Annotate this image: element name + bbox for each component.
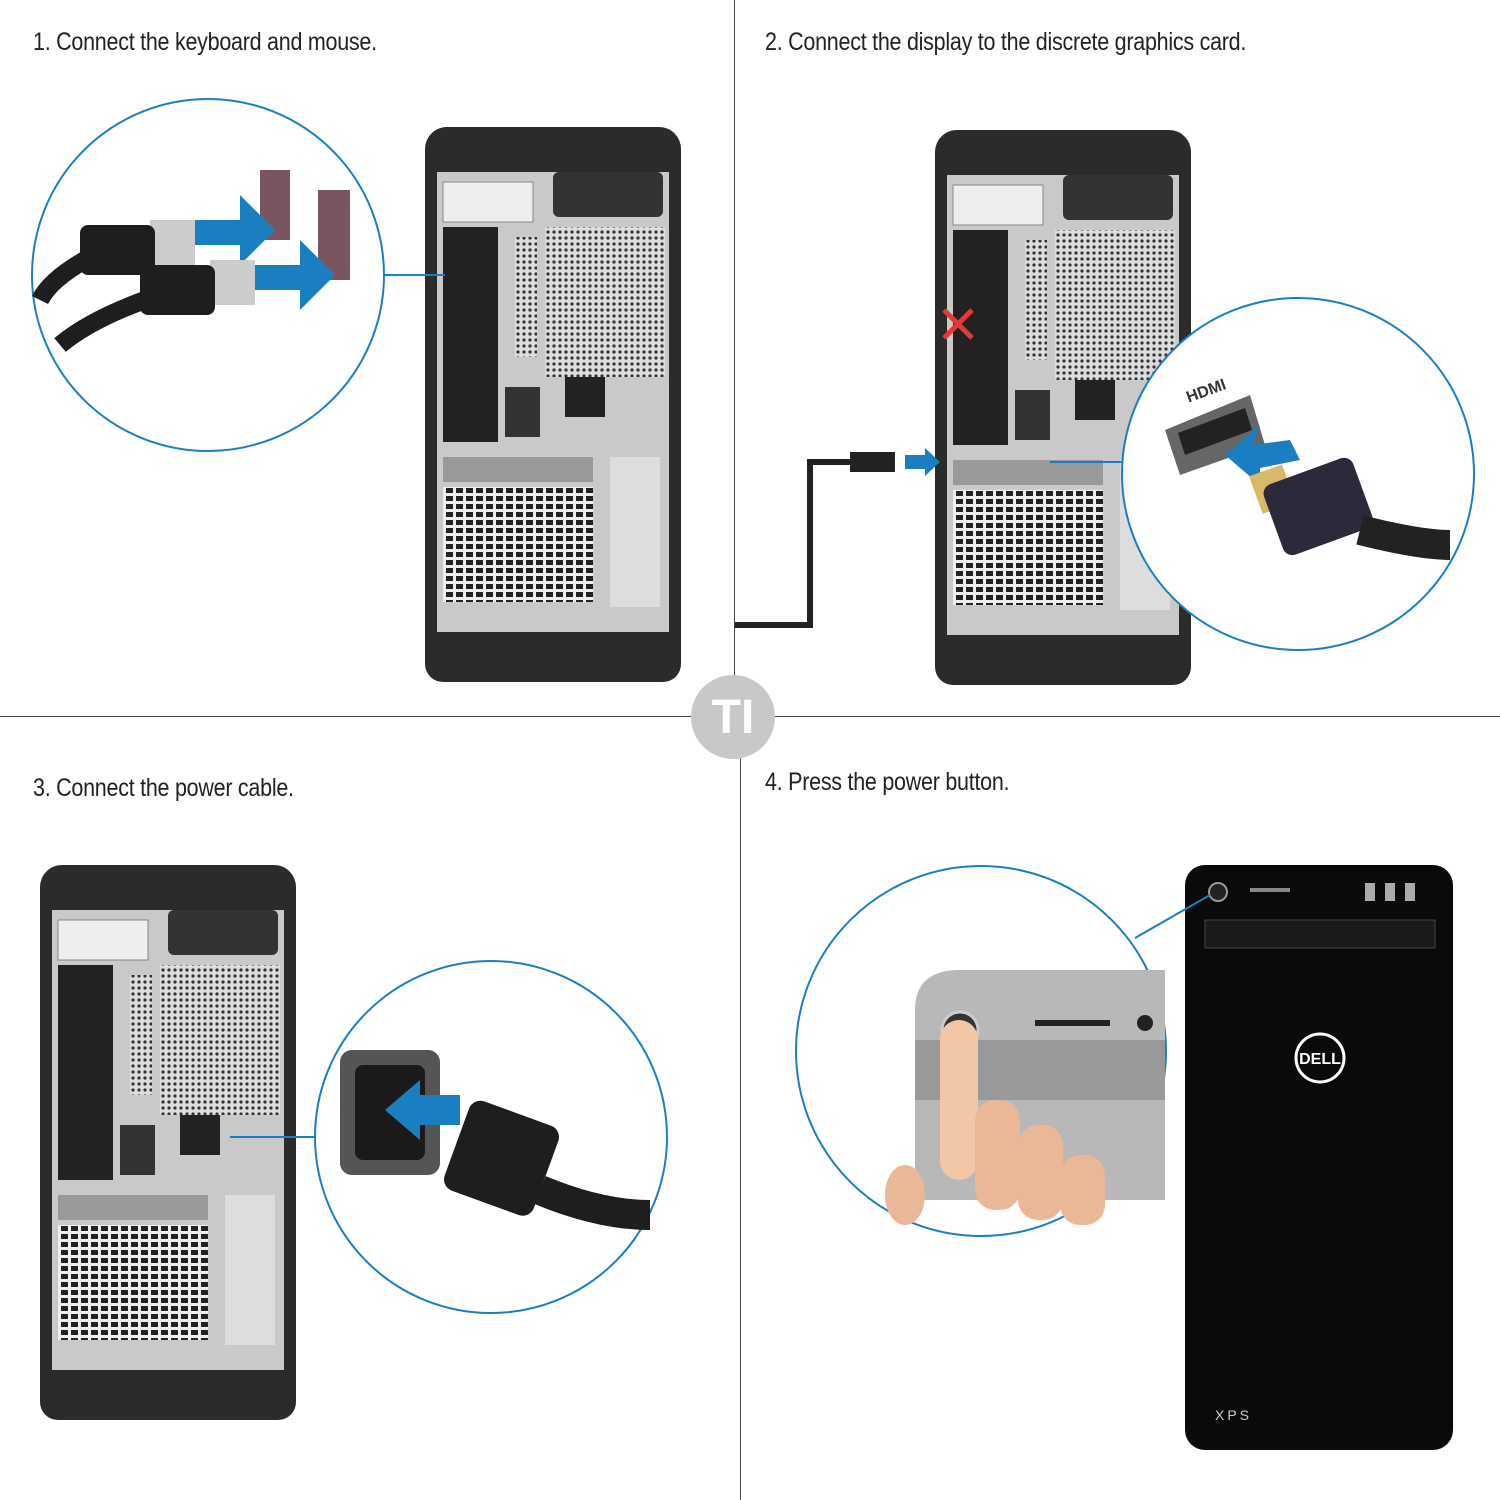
usb-plugs	[31, 170, 350, 353]
tower-rear-view-1	[424, 126, 682, 683]
brand-logo-text: DELL	[1299, 1051, 1341, 1068]
step-3-title: 3. Connect the power cable.	[33, 774, 294, 802]
hdmi-connector	[1165, 395, 1451, 560]
tower-rear-view-3	[39, 864, 297, 1421]
step-1-title: 1. Connect the keyboard and mouse.	[33, 28, 377, 56]
unsupported-port-x-icon	[942, 308, 974, 340]
finger-pressing-button	[885, 970, 1165, 1225]
hdmi-cable	[735, 459, 850, 628]
watermark-logo: TI	[691, 675, 775, 759]
divider-vertical-bottom	[740, 717, 741, 1500]
tower-front-view	[1185, 865, 1453, 1450]
dell-logo	[1294, 1032, 1346, 1084]
power-connector	[340, 1050, 651, 1230]
step-2-title: 2. Connect the display to the discrete g…	[765, 28, 1247, 56]
divider-vertical-top	[734, 0, 735, 717]
model-logo-text: XPS	[1215, 1407, 1252, 1423]
step-4-title: 4. Press the power button.	[765, 768, 1010, 796]
power-button	[1208, 882, 1228, 902]
